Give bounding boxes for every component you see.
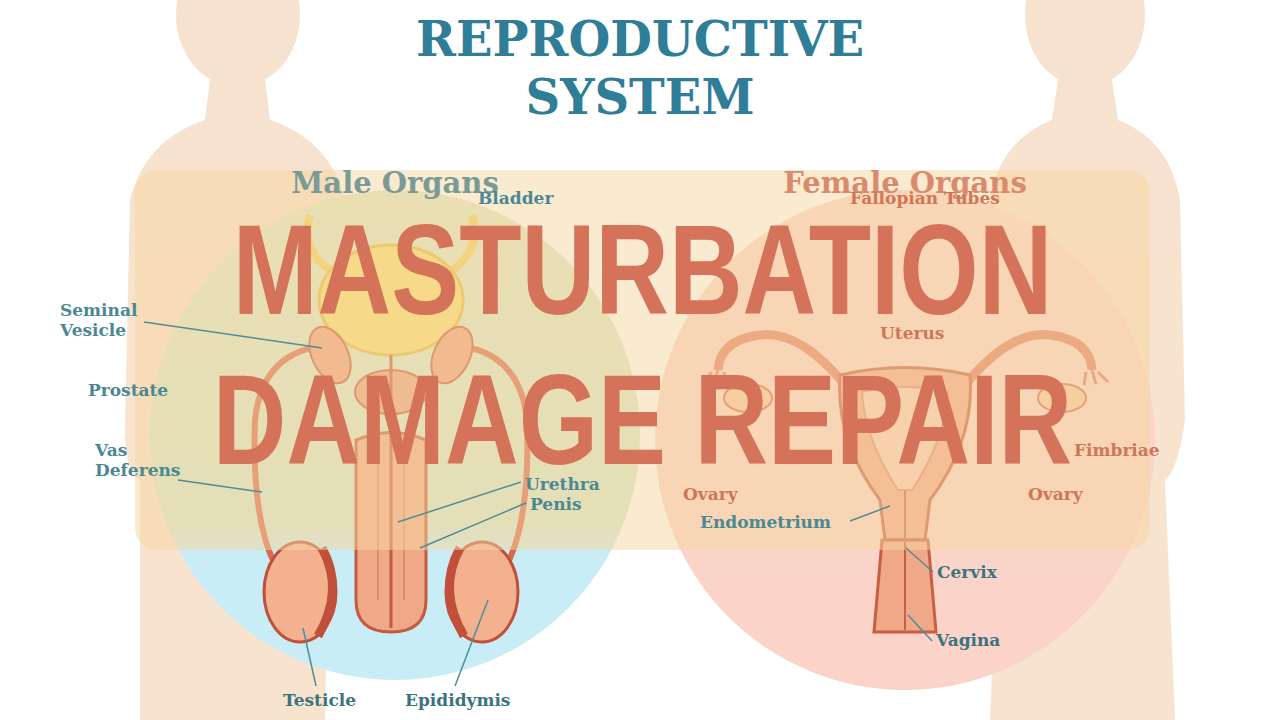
part-label: Prostate <box>88 380 168 400</box>
part-label: Bladder <box>478 188 553 208</box>
part-label: Seminal Vesicle <box>60 300 138 340</box>
diagram-title: REPRODUCTIVE SYSTEM <box>380 10 900 126</box>
part-label: Testicle <box>283 690 356 710</box>
part-label: Cervix <box>937 562 997 582</box>
overlay-headline: MASTURBATION DAMAGE REPAIR <box>193 195 1093 495</box>
circle-heading: Male Organs <box>150 166 640 200</box>
part-label: Ovary <box>1028 484 1083 504</box>
part-label: Urethra <box>525 474 600 494</box>
part-label: Epididymis <box>405 690 510 710</box>
part-label: Ovary <box>683 484 738 504</box>
overlay-band: MASTURBATION DAMAGE REPAIR <box>135 170 1150 550</box>
part-label: Endometrium <box>700 512 831 532</box>
part-label: Uterus <box>880 323 944 343</box>
part-label: Vagina <box>936 630 1000 650</box>
part-label: Penis <box>530 494 582 514</box>
part-label: Vas Deferens <box>95 440 179 480</box>
part-label: Fallopian Tubes <box>850 188 1000 208</box>
part-label: Fimbriae <box>1074 440 1160 460</box>
